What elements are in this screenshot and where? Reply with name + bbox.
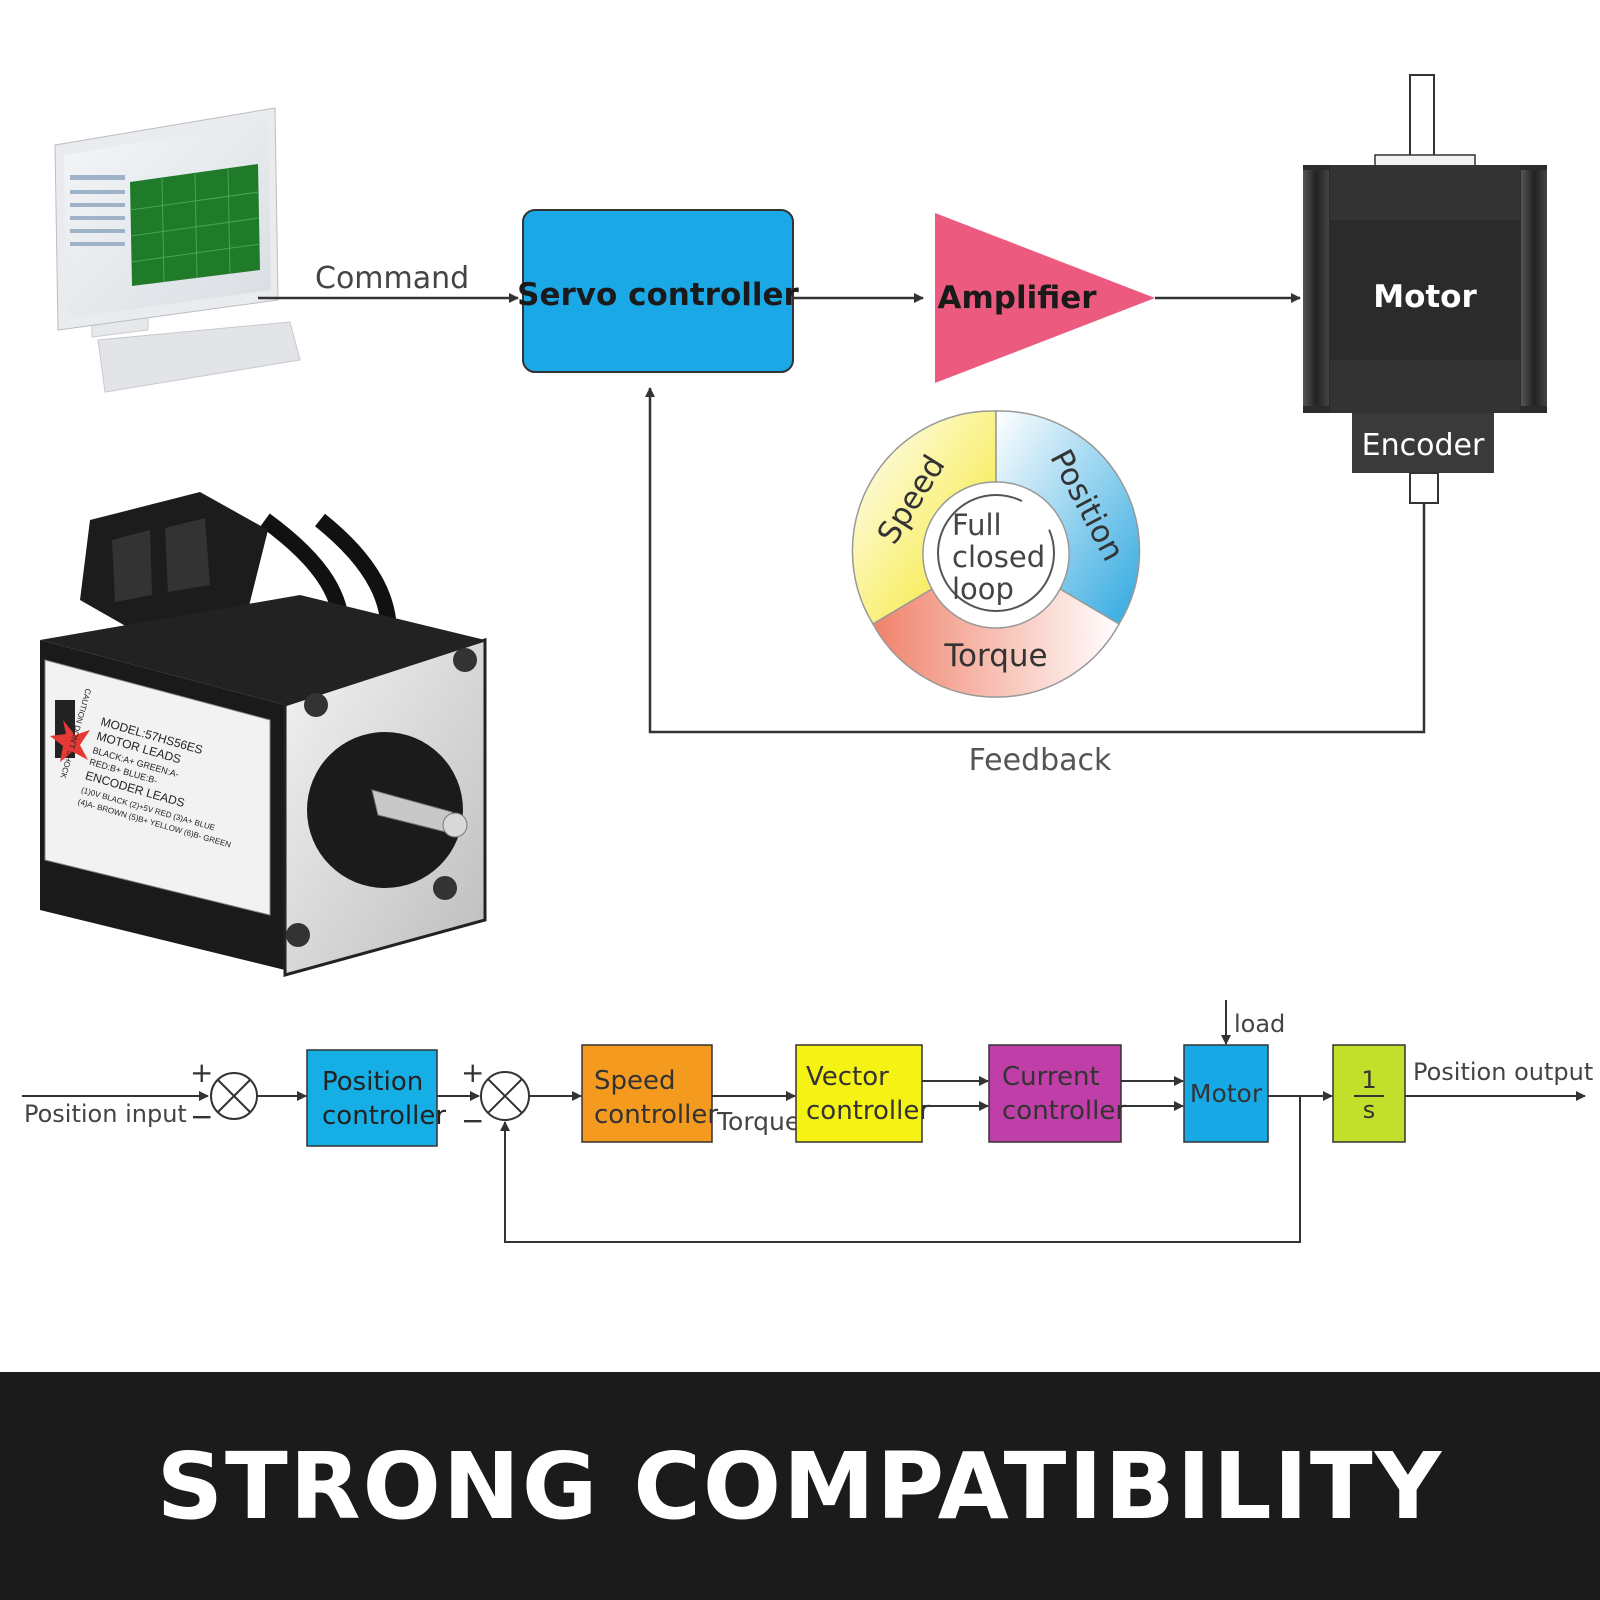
position-segment [995, 410, 1141, 626]
speed-segment [851, 410, 997, 626]
speed-controller-line-2: controller [594, 1100, 718, 1130]
torque-label: Torque [716, 1107, 800, 1136]
feedback-label: Feedback [969, 743, 1112, 778]
loop-center-line-1: Full [952, 508, 1002, 542]
speed-feedback-line [500, 1096, 1301, 1243]
motor-block-label: Motor [1190, 1079, 1263, 1108]
servo-controller-label: Servo controller [517, 277, 799, 313]
motor-label: Motor [1373, 279, 1477, 315]
computer-monitor-icon [54, 107, 301, 393]
integrator-block [1332, 1044, 1406, 1143]
servo-controller-block [522, 209, 794, 373]
motor-block [1183, 1044, 1269, 1143]
summing-junction-2 [480, 1071, 530, 1121]
command-label: Command [315, 261, 469, 296]
speed-controller-line-1: Speed [594, 1066, 676, 1096]
vector-controller-block [795, 1044, 923, 1143]
sum2-plus: + [461, 1056, 484, 1089]
product-motor-photo [40, 492, 487, 977]
encoder-label: Encoder [1362, 428, 1485, 463]
integrator-denominator: s [1363, 1096, 1376, 1124]
position-output-label: Position output [1413, 1058, 1593, 1086]
closed-loop-wheel [851, 410, 1141, 698]
feedback-line [645, 387, 1426, 734]
position-controller-block [306, 1049, 438, 1147]
current-controller-block [988, 1044, 1122, 1143]
position-controller-line-1: Position [322, 1067, 423, 1097]
position-controller-line-2: controller [322, 1101, 446, 1131]
torque-segment-label: Torque [943, 638, 1047, 674]
loop-center-line-2: closed [952, 540, 1045, 574]
loop-center-line-3: loop [952, 572, 1014, 606]
summing-junction-1 [210, 1072, 258, 1120]
amplifier-label: Amplifier [937, 280, 1097, 316]
vector-controller-line-1: Vector [806, 1062, 889, 1092]
bottom-banner: STRONG COMPATIBILITY [0, 1372, 1600, 1600]
torque-segment [871, 587, 1121, 698]
speed-controller-block [581, 1044, 713, 1143]
vector-controller-line-2: controller [806, 1096, 930, 1126]
motor-icon [1303, 74, 1547, 504]
load-label: load [1234, 1010, 1285, 1038]
banner-title: STRONG COMPATIBILITY [156, 1432, 1444, 1540]
amplifier-block [935, 213, 1155, 383]
sum2-minus: − [461, 1104, 484, 1137]
sum1-plus: + [190, 1056, 213, 1089]
current-controller-line-1: Current [1002, 1062, 1100, 1092]
integrator-numerator: 1 [1361, 1066, 1376, 1094]
sum1-minus: − [190, 1100, 213, 1133]
current-controller-line-2: controller [1002, 1096, 1126, 1126]
position-input-label: Position input [24, 1100, 187, 1128]
